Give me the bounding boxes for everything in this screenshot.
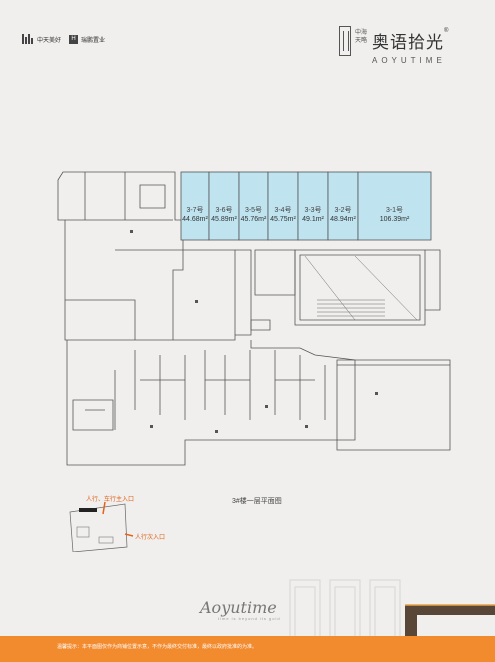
- unit-area: 45.89m²: [211, 216, 237, 223]
- unit-3-1[interactable]: [357, 171, 432, 241]
- signature-script: Aoyutime: [200, 598, 277, 617]
- ruipeng-logo: H 瑞鹏置业: [69, 34, 106, 44]
- unit-3-5[interactable]: [238, 171, 269, 241]
- site-key-drawing: [69, 501, 134, 552]
- project-brand: 中海天略 奥语拾光® AOYUTIME: [339, 26, 467, 70]
- unit-label: 3-6号: [215, 207, 233, 214]
- ruipeng-mark-icon: H: [69, 34, 79, 44]
- unit-label: 3-4号: [274, 207, 292, 214]
- unit-label: 3-5号: [244, 207, 263, 214]
- site-key-map: 人行、车行主入口 人行次入口: [65, 492, 180, 552]
- ruipeng-logo-text: 瑞鹏置业: [81, 37, 106, 44]
- disclaimer-note: 温馨提示：本平面图仅作为商铺位置示意，不作为最终交付标准，最终以政府批准的为准。: [57, 644, 258, 650]
- zhongtian-logo-text: 中天美好: [37, 37, 62, 44]
- secondary-entrance-label: 人行次入口: [135, 535, 166, 541]
- unit-label: 3-3号: [304, 207, 322, 214]
- brand-title: 奥语拾光®: [372, 28, 450, 52]
- brand-emblem-icon: [339, 26, 351, 56]
- unit-3-3[interactable]: [297, 171, 329, 241]
- unit-label: 3-7号: [186, 207, 204, 214]
- unit-label: 3-2号: [334, 207, 352, 214]
- unit-area: 106.39m²: [379, 216, 410, 223]
- floor-plan: [57, 171, 451, 466]
- unit-area: 49.1m²: [302, 216, 324, 223]
- zhongtian-mark-icon: [22, 34, 34, 44]
- brand-sub: 中海天略: [355, 30, 368, 44]
- unit-area: 45.76m²: [240, 216, 267, 223]
- unit-3-7[interactable]: [180, 171, 210, 241]
- brand-en: AOYUTIME: [372, 56, 446, 65]
- footer-bar: 温馨提示：本平面图仅作为商铺位置示意，不作为最终交付标准，最终以政府批准的为准。: [0, 636, 495, 662]
- unit-area: 45.75m²: [270, 216, 296, 223]
- zhongtian-logo: 中天美好: [22, 34, 61, 44]
- unit-area: 48.94m²: [330, 216, 356, 223]
- decorative-colonnade: [289, 579, 495, 637]
- developer-logos: 中天美好 H 瑞鹏置业: [22, 34, 105, 44]
- highlighted-units: [180, 171, 432, 241]
- main-entrance-label: 人行、车行主入口: [86, 497, 135, 503]
- unit-area: 44.68m²: [182, 216, 208, 223]
- signature-tagline: time is beyond its gold: [218, 616, 281, 621]
- unit-label: 3-1号: [385, 207, 404, 214]
- plan-caption: 3#楼一层平面图: [232, 498, 282, 505]
- unit-3-4[interactable]: [267, 171, 299, 241]
